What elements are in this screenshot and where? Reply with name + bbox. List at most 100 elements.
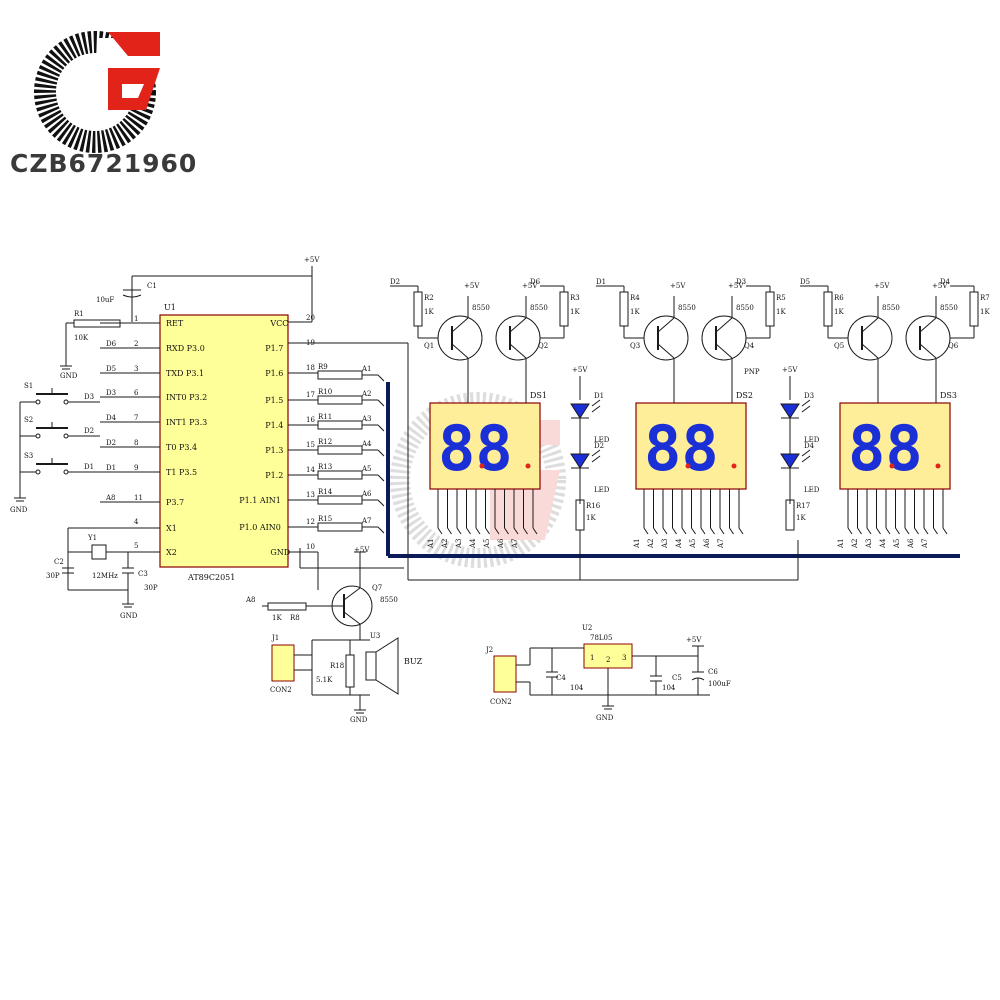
display-pin-entry bbox=[914, 527, 919, 535]
mcu-right-pin-name: P1.7 bbox=[265, 344, 283, 353]
mcu-right-pin-name: P1.5 bbox=[265, 396, 283, 405]
display-segment-net: A5 bbox=[483, 538, 491, 549]
bus-resistor bbox=[317, 470, 363, 480]
display-segment-net: A1 bbox=[633, 538, 641, 549]
buzzer-label: BUZ bbox=[404, 657, 423, 666]
base-resistor-value: 1K bbox=[834, 308, 844, 316]
led-resistor-ref: R16 bbox=[586, 502, 601, 510]
j2-ref: J2 bbox=[485, 646, 493, 654]
display-segment-net: A7 bbox=[511, 538, 519, 549]
transistor-value: 8550 bbox=[940, 304, 958, 312]
bus-net-label: A2 bbox=[361, 390, 372, 398]
bus-net-label: A6 bbox=[361, 490, 372, 498]
mcu-left-pin-name: T0 P3.4 bbox=[166, 443, 197, 452]
pnp-label: PNP bbox=[744, 368, 760, 376]
display-net-left: D2 bbox=[390, 278, 400, 286]
transistor-lead bbox=[451, 317, 469, 333]
display-segment-net: A1 bbox=[427, 538, 435, 549]
bus-resistor bbox=[317, 395, 363, 405]
switch-ref: S3 bbox=[24, 452, 33, 460]
mcu-right-pin-name: P1.6 bbox=[265, 369, 283, 378]
display-pin-entry bbox=[857, 527, 862, 535]
display-net-left: D1 bbox=[596, 278, 606, 286]
mcu-right-pin-number: 15 bbox=[306, 441, 315, 449]
bus-entry bbox=[377, 499, 385, 507]
transistor-ref: Q1 bbox=[424, 342, 434, 350]
base-resistor bbox=[823, 291, 833, 327]
c3-value: 30P bbox=[144, 584, 158, 592]
decimal-point bbox=[525, 463, 531, 469]
led-diode bbox=[570, 453, 590, 469]
bus-resistor-ref: R13 bbox=[318, 463, 332, 471]
led-ray bbox=[591, 449, 601, 457]
display-segment-net: A4 bbox=[469, 538, 477, 549]
display-pin-entry bbox=[672, 527, 677, 535]
display-segment-net: A2 bbox=[851, 538, 859, 549]
display-segment-net: A6 bbox=[497, 538, 505, 549]
base-resistor-value: 1K bbox=[570, 308, 580, 316]
switch-contact bbox=[35, 469, 41, 475]
transistor-lead bbox=[715, 343, 733, 359]
base-resistor bbox=[413, 291, 423, 327]
display-pin-entry bbox=[729, 527, 734, 535]
transistor-ref: Q4 bbox=[744, 342, 755, 350]
mcu-left-pin-number: 5 bbox=[134, 542, 138, 550]
display-pin-entry bbox=[866, 527, 872, 535]
c6-value: 100uF bbox=[708, 680, 731, 688]
display-pin-entry bbox=[662, 527, 668, 535]
base-resistor bbox=[559, 291, 569, 327]
decimal-point bbox=[935, 463, 941, 469]
transistor-lead bbox=[451, 343, 469, 359]
switch-contact bbox=[63, 433, 69, 439]
r1-value: 10K bbox=[74, 334, 89, 342]
vcc-label-psu: +5V bbox=[686, 636, 702, 644]
transistor-lead bbox=[861, 343, 879, 359]
bus-net-label: A4 bbox=[361, 440, 372, 448]
switch-contact bbox=[35, 433, 41, 439]
mcu-left-pin-number: 7 bbox=[134, 414, 138, 422]
gnd-label-crystal: GND bbox=[120, 612, 138, 620]
pnp-transistor bbox=[437, 315, 483, 361]
decimal-point bbox=[685, 463, 691, 469]
bus-resistor-ref: R12 bbox=[318, 438, 332, 446]
mcu-left-pin-number: 3 bbox=[134, 365, 138, 373]
pnp-transistor bbox=[643, 315, 689, 361]
display-segment-net: A3 bbox=[865, 538, 873, 549]
bus-resistor-ref: R15 bbox=[318, 515, 332, 523]
transistor-value: 8550 bbox=[882, 304, 900, 312]
bus-net-label: A3 bbox=[361, 415, 372, 423]
decimal-point bbox=[889, 463, 895, 469]
transistor-vcc-label: +5V bbox=[932, 282, 948, 290]
mcu-left-pin-net: D5 bbox=[106, 365, 116, 373]
mcu-left-pin-net: D4 bbox=[106, 414, 117, 422]
led-ray bbox=[591, 455, 601, 463]
transistor-ref: Q2 bbox=[538, 342, 548, 350]
display-pin-entry bbox=[895, 527, 900, 535]
display-pin-entry bbox=[437, 527, 443, 535]
switch-contact bbox=[35, 399, 41, 405]
bus-entry bbox=[377, 424, 385, 432]
display-pin-entry bbox=[494, 527, 500, 535]
switch-contact bbox=[63, 469, 69, 475]
c4-ref: C4 bbox=[556, 674, 566, 682]
bus-resistor-ref: R11 bbox=[318, 413, 332, 421]
transistor-lead bbox=[919, 317, 937, 333]
mcu-right-pin-number: 14 bbox=[306, 466, 315, 474]
transistor-lead bbox=[715, 317, 733, 333]
j1-value: CON2 bbox=[270, 686, 292, 694]
mcu-right-pin-number: 10 bbox=[306, 543, 315, 551]
base-resistor-value: 1K bbox=[980, 308, 990, 316]
bus-entry bbox=[377, 526, 385, 534]
gnd-label-buzzer: GND bbox=[350, 716, 368, 724]
base-resistor-ref: R2 bbox=[424, 294, 434, 302]
decimal-point bbox=[731, 463, 737, 469]
u3-ref: U3 bbox=[370, 632, 380, 640]
led-label: LED bbox=[594, 436, 610, 444]
display-pin-entry bbox=[700, 527, 706, 535]
mcu-left-pin-name: TXD P3.1 bbox=[166, 369, 204, 378]
transistor-vcc-label: +5V bbox=[670, 282, 686, 290]
mcu-right-pin-name: VCC bbox=[269, 319, 288, 328]
switch-net-label: D2 bbox=[84, 427, 94, 435]
